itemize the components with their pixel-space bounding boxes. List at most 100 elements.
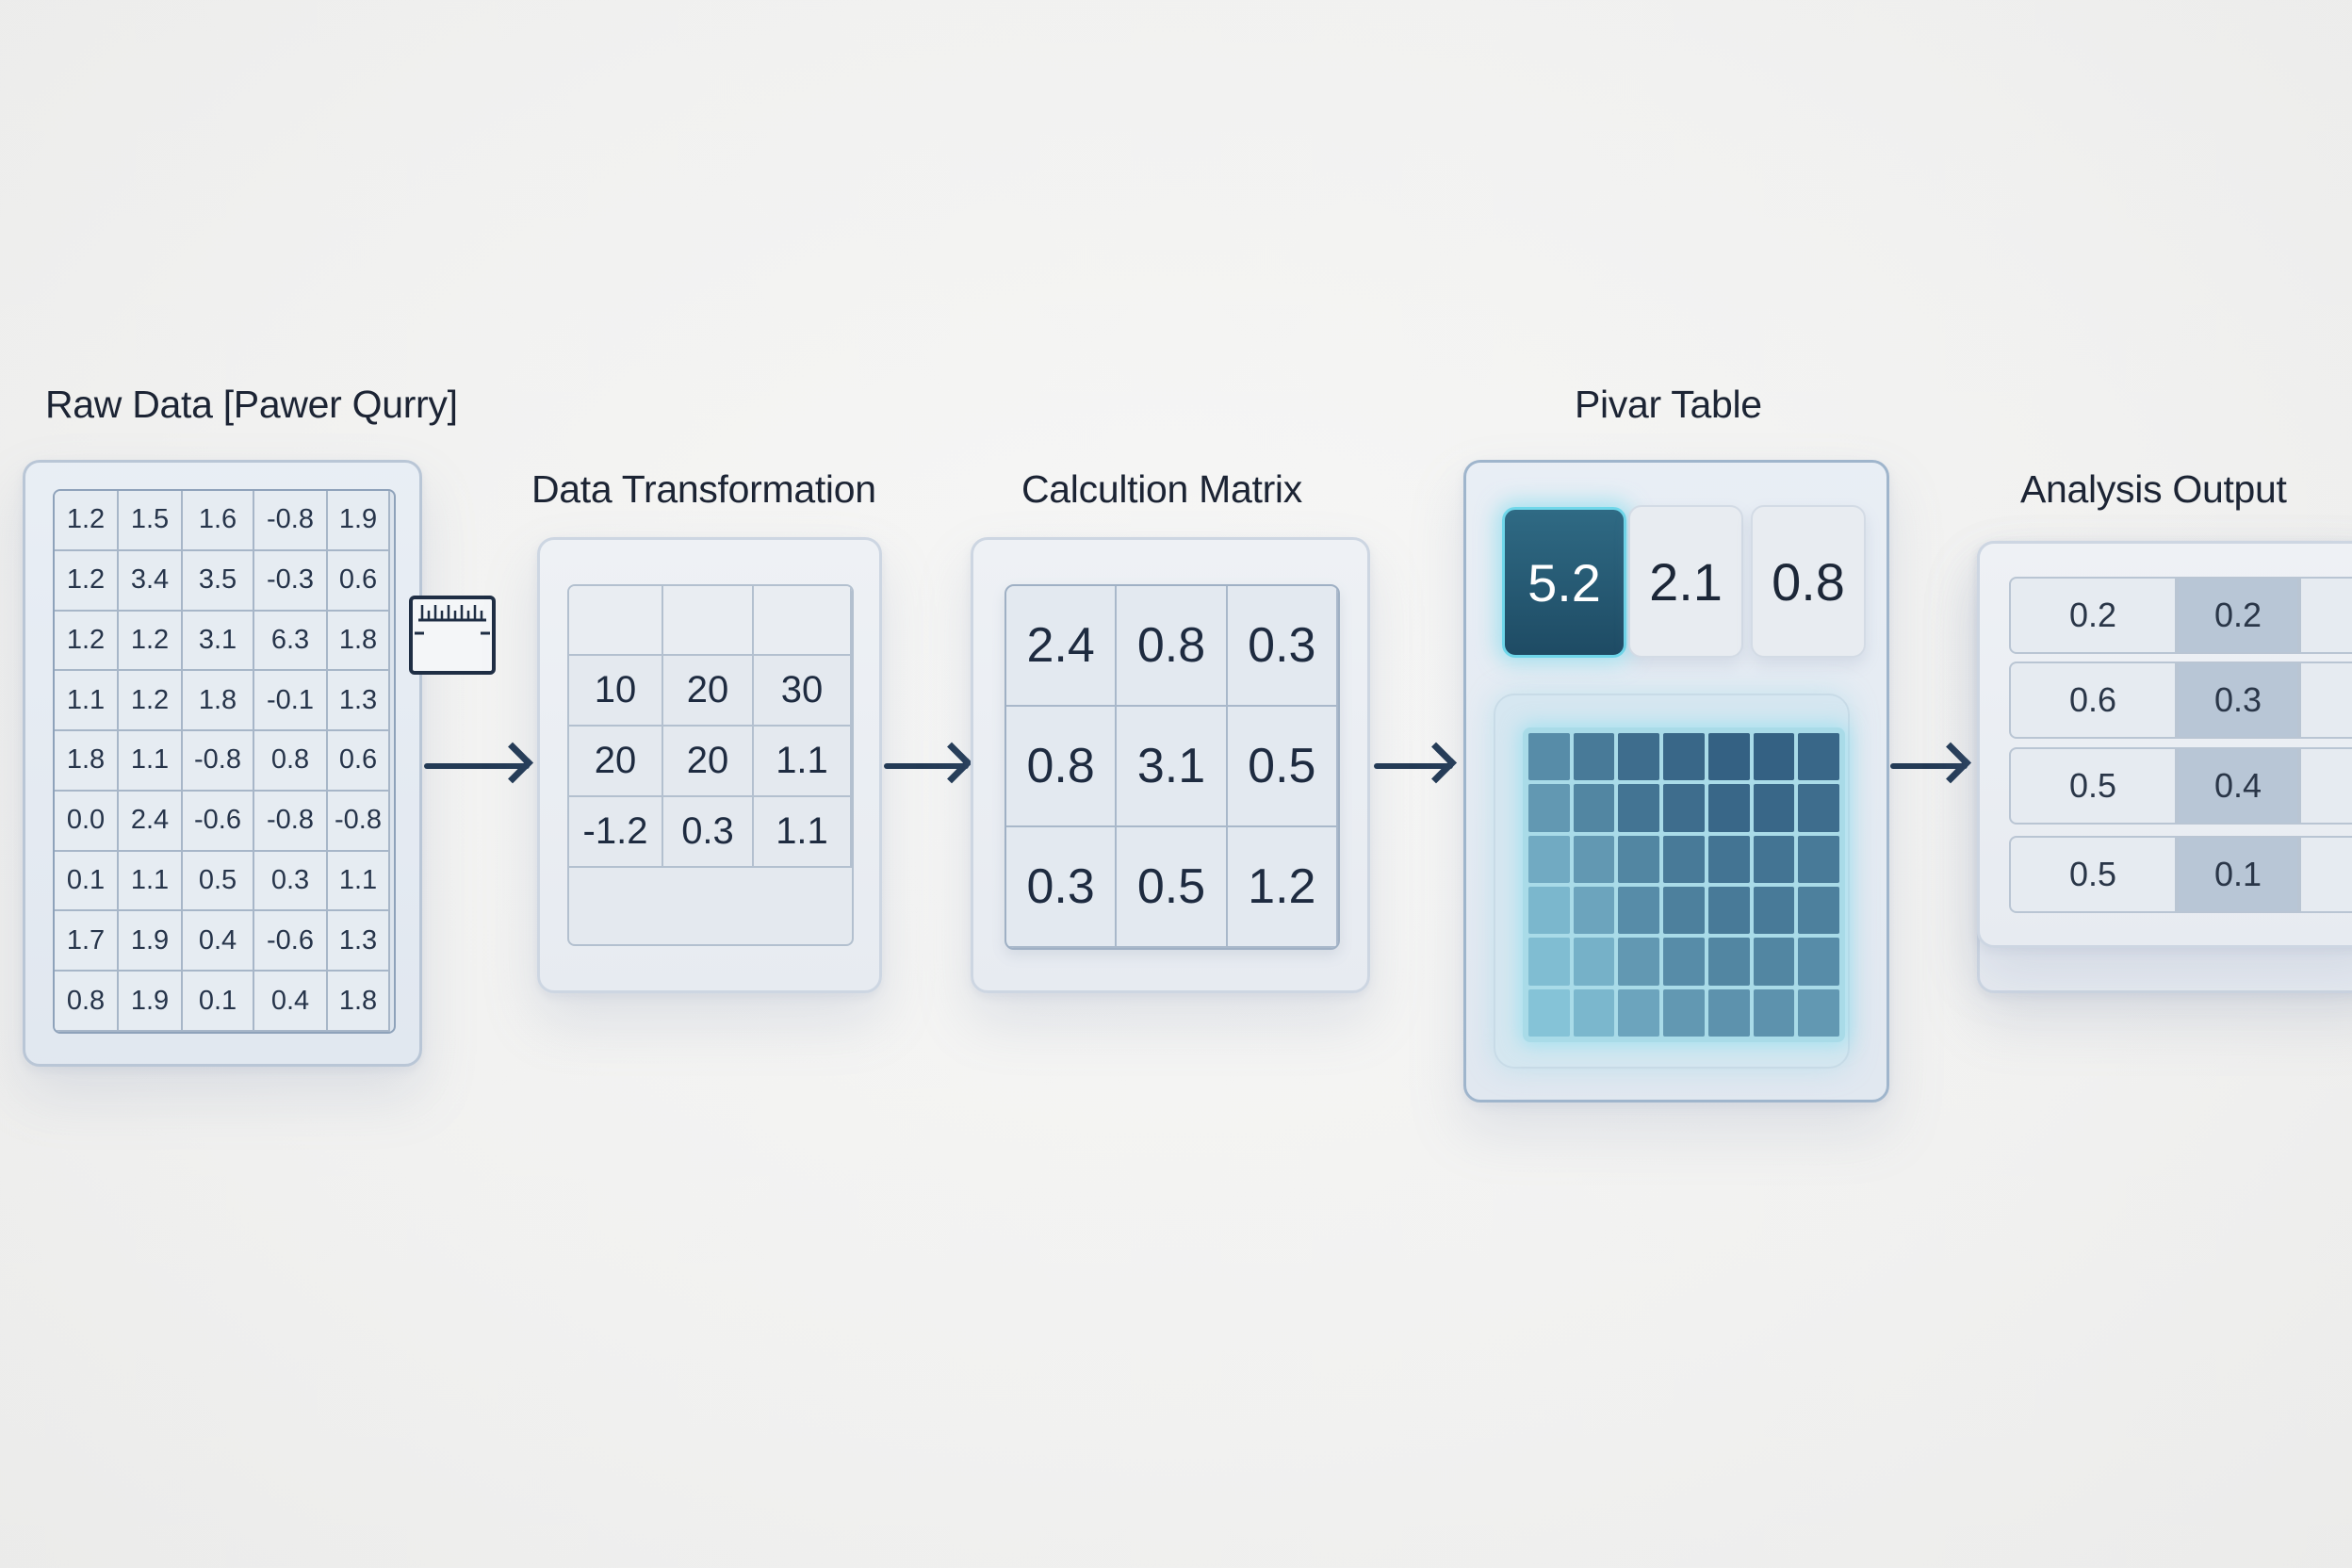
raw-cell[interactable]: 3.5	[183, 550, 254, 612]
raw-cell[interactable]: 1.8	[183, 671, 254, 732]
raw-cell[interactable]: 3.4	[119, 550, 183, 612]
raw-cell[interactable]: -0.1	[254, 671, 328, 732]
matrix-cell[interactable]: 3.1	[1117, 707, 1228, 827]
heatmap-cell	[1573, 733, 1615, 781]
raw-cell[interactable]: 6.3	[254, 611, 328, 672]
matrix-cell[interactable]: 1.2	[1227, 827, 1338, 948]
matrix-cell[interactable]: 0.5	[1227, 707, 1338, 827]
raw-cell[interactable]: 1.2	[55, 611, 119, 672]
pivot-card[interactable]: 0.8	[1751, 505, 1866, 658]
raw-cell[interactable]: -0.8	[328, 791, 390, 852]
raw-cell[interactable]: 0.8	[55, 972, 119, 1032]
transform-cell[interactable]: 30	[754, 656, 852, 727]
raw-cell[interactable]: 1.3	[328, 671, 390, 732]
heatmap-cell	[1618, 784, 1660, 832]
raw-cell[interactable]: 1.8	[328, 972, 390, 1032]
raw-cell[interactable]: 1.1	[119, 731, 183, 792]
transform-header-cell[interactable]	[663, 586, 754, 656]
raw-cell[interactable]: 1.8	[55, 731, 119, 792]
pivot-card[interactable]: 2.1	[1628, 505, 1743, 658]
calculation-matrix-title: Calcultion Matrix	[1021, 467, 1302, 511]
raw-cell[interactable]: -0.3	[254, 550, 328, 612]
output-cell[interactable]: 0.2	[2177, 577, 2299, 654]
raw-cell[interactable]: -0.8	[183, 731, 254, 792]
matrix-cell[interactable]: 2.4	[1006, 586, 1118, 707]
output-cell[interactable]: 0.4	[2177, 747, 2299, 825]
output-cell[interactable]: 0.6	[2009, 662, 2177, 739]
output-cell[interactable]: 0.5	[2009, 836, 2177, 913]
raw-cell[interactable]: 1.2	[119, 671, 183, 732]
heatmap-cell	[1663, 835, 1705, 883]
raw-cell[interactable]: 1.1	[328, 851, 390, 912]
output-cell[interactable]	[2299, 747, 2352, 825]
raw-cell[interactable]: 1.2	[55, 550, 119, 612]
raw-cell[interactable]: 0.1	[183, 972, 254, 1032]
heatmap-cell	[1707, 733, 1750, 781]
arrow-calc-to-pivot	[1374, 763, 1453, 769]
data-transformation-title: Data Transformation	[531, 467, 876, 511]
raw-cell[interactable]: 2.4	[119, 791, 183, 852]
output-cell[interactable]: 0.3	[2177, 662, 2299, 739]
raw-cell[interactable]: 1.2	[55, 491, 119, 551]
raw-cell[interactable]: 1.7	[55, 911, 119, 972]
transform-cell[interactable]: 10	[569, 656, 663, 727]
matrix-cell[interactable]: 0.3	[1006, 827, 1118, 948]
raw-cell[interactable]: 0.4	[183, 911, 254, 972]
raw-cell[interactable]: 1.9	[119, 911, 183, 972]
raw-cell[interactable]: 0.3	[254, 851, 328, 912]
raw-cell[interactable]: 0.4	[254, 972, 328, 1032]
matrix-cell[interactable]: 0.3	[1227, 586, 1338, 707]
matrix-cell[interactable]: 0.8	[1006, 707, 1118, 827]
heatmap-cell	[1528, 835, 1570, 883]
heatmap-cell	[1663, 784, 1705, 832]
heatmap-cell	[1798, 988, 1839, 1037]
raw-cell[interactable]: 1.9	[328, 491, 390, 551]
transform-cell[interactable]: 20	[663, 727, 754, 797]
raw-cell[interactable]: -0.8	[254, 491, 328, 551]
output-cell[interactable]: 0.5	[2009, 747, 2177, 825]
matrix-cell[interactable]: 0.5	[1117, 827, 1228, 948]
raw-cell[interactable]: 1.8	[328, 611, 390, 672]
output-cell[interactable]: 0.1	[2177, 836, 2299, 913]
raw-cell[interactable]: 0.6	[328, 550, 390, 612]
raw-cell[interactable]: 1.5	[119, 491, 183, 551]
transform-cell[interactable]: -1.2	[569, 797, 663, 868]
raw-cell[interactable]: 0.1	[55, 851, 119, 912]
raw-cell[interactable]: -0.8	[254, 791, 328, 852]
raw-cell[interactable]: -0.6	[254, 911, 328, 972]
pivot-card-highlight[interactable]: 5.2	[1502, 507, 1626, 658]
transform-cell[interactable]: 1.1	[754, 727, 852, 797]
raw-cell[interactable]: 1.2	[119, 611, 183, 672]
arrow-pivot-to-output	[1890, 763, 1968, 769]
transform-cell[interactable]: 1.1	[754, 797, 852, 868]
output-cell[interactable]	[2299, 662, 2352, 739]
raw-cell[interactable]: 1.6	[183, 491, 254, 551]
output-cell[interactable]: 0.2	[2009, 577, 2177, 654]
raw-cell[interactable]: 3.1	[183, 611, 254, 672]
heatmap-cell	[1528, 988, 1570, 1037]
matrix-cell[interactable]: 0.8	[1117, 586, 1228, 707]
output-cell[interactable]	[2299, 577, 2352, 654]
raw-cell[interactable]: 0.0	[55, 791, 119, 852]
transform-cell[interactable]: 20	[663, 656, 754, 727]
heatmap-cell	[1573, 938, 1615, 986]
raw-cell[interactable]: 0.8	[254, 731, 328, 792]
transform-header-cell[interactable]	[754, 586, 852, 656]
transform-cell[interactable]: 20	[569, 727, 663, 797]
heatmap-cell	[1798, 835, 1839, 883]
heatmap-cell	[1528, 886, 1570, 935]
raw-cell[interactable]: 0.6	[328, 731, 390, 792]
transform-cell[interactable]: 0.3	[663, 797, 754, 868]
output-cell[interactable]	[2299, 836, 2352, 913]
raw-cell[interactable]: 1.1	[119, 851, 183, 912]
raw-cell[interactable]: -0.6	[183, 791, 254, 852]
heatmap-cell	[1573, 835, 1615, 883]
raw-cell[interactable]: 1.9	[119, 972, 183, 1032]
raw-cell[interactable]: 1.1	[55, 671, 119, 732]
heatmap-cell	[1753, 988, 1795, 1037]
transform-header-cell[interactable]	[569, 586, 663, 656]
raw-cell[interactable]: 1.3	[328, 911, 390, 972]
raw-cell[interactable]: 0.5	[183, 851, 254, 912]
